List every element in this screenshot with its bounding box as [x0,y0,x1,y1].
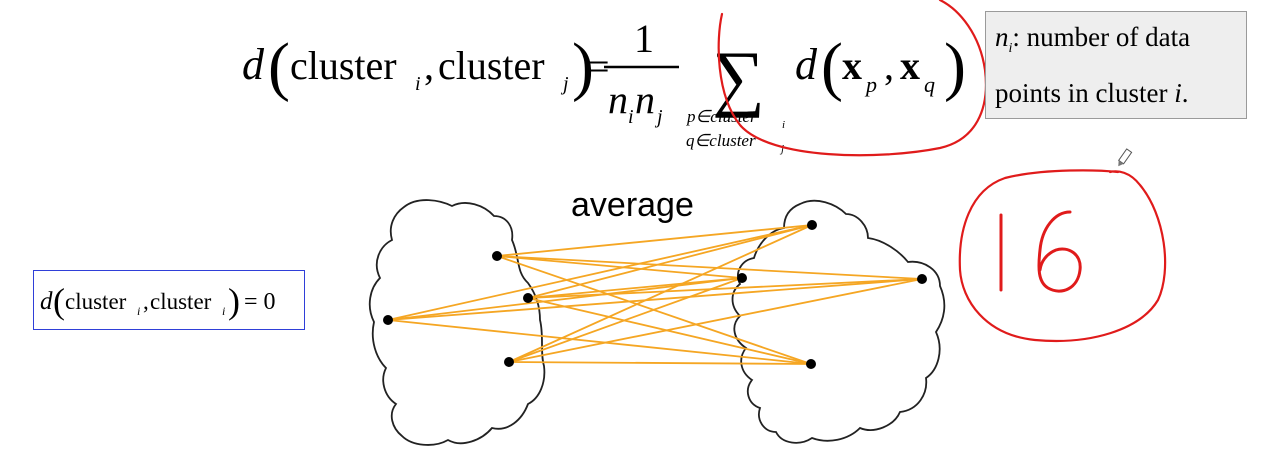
right-node-4 [806,359,816,369]
edge [496,255,923,280]
side-cluster-2: cluster [150,289,212,314]
formula-den-sub-j: j [654,106,663,128]
edge [527,224,813,299]
formula-paren-open-1: ( [268,30,290,103]
side-equals-zero: = 0 [244,289,276,315]
sum-lower-1-sub: i [782,119,785,131]
edge [387,278,923,321]
info-line-2: points in cluster i. [995,71,1246,115]
info-line-1: ni: number of data [995,15,1246,71]
edge [508,277,743,363]
formula-x-q: x [900,43,920,88]
side-cluster-1: cluster [65,289,127,314]
right-node-3 [917,274,927,284]
formula-den-n2: n [635,77,655,122]
formula-den-n1: n [608,77,628,122]
cluster-nodes [383,220,927,369]
edge [508,278,923,363]
edge [387,277,743,321]
average-label: average [571,186,694,224]
right-node-2 [737,273,747,283]
info-box: ni: number of data points in cluster i. [985,11,1247,119]
info-var-sub: i [1008,41,1013,56]
info-text-1: : number of data [1012,22,1191,52]
average-edges [387,224,923,365]
left-node-1 [492,251,502,261]
self-distance-formula: d ( cluster i , cluster i ) = 0 [40,281,276,321]
formula-lhs-d: d [242,40,265,89]
sum-lower-2: q∈cluster [686,131,756,150]
info-text-2: points in cluster [995,78,1175,108]
left-node-3 [383,315,393,325]
formula-paren-close-2: ) [944,30,966,103]
red-circle-16 [958,169,1167,342]
self-distance-formula-box: d ( cluster i , cluster i ) = 0 [33,270,305,330]
edge [496,224,813,257]
info-text-2-var: i [1174,78,1182,108]
sum-lower-1: p∈cluster [686,107,757,126]
formula-x-p: x [842,43,862,88]
digit-6-stroke [1037,210,1082,293]
formula-comma-2: , [884,43,894,88]
formula-sub-j: j [560,73,569,95]
formula-paren-open-2: ( [821,30,843,103]
left-cluster-outline [368,199,546,446]
main-formula: d ( cluster i , cluster j ) = 1 n i n j … [242,16,966,155]
side-sub-1: i [137,304,140,318]
info-text-2-end: . [1181,78,1189,108]
info-var: n [995,22,1009,52]
edge [527,278,923,299]
formula-rhs-d: d [795,40,818,89]
edge [387,319,812,365]
left-node-2 [523,293,533,303]
right-cluster-outline [731,199,946,444]
formula-equals: = [587,44,610,89]
formula-den-sub-i: i [628,106,634,128]
formula-paren-close-1: ) [572,30,594,103]
formula-numerator: 1 [634,16,654,61]
edge [508,361,812,365]
side-sub-2: i [222,304,225,318]
formula-cluster-2: cluster [438,43,545,88]
edge [527,297,812,365]
edge [508,224,813,363]
red-circle-summation [717,0,987,157]
right-node-1 [807,220,817,230]
side-d: d [40,288,53,315]
left-node-4 [504,357,514,367]
edge [387,224,813,321]
formula-sub-i: i [415,73,421,95]
pen-cursor-icon [1117,148,1133,167]
side-paren-open: ( [53,281,65,321]
sum-lower-2-sub: j [779,143,784,155]
annotation-16 [999,210,1082,293]
formula-sub-p: p [864,72,877,97]
formula-cluster-1: cluster [290,43,397,88]
formula-sub-q: q [924,72,935,97]
formula-comma-1: , [424,43,434,88]
side-paren-close: ) [228,281,240,321]
side-comma: , [143,289,149,314]
